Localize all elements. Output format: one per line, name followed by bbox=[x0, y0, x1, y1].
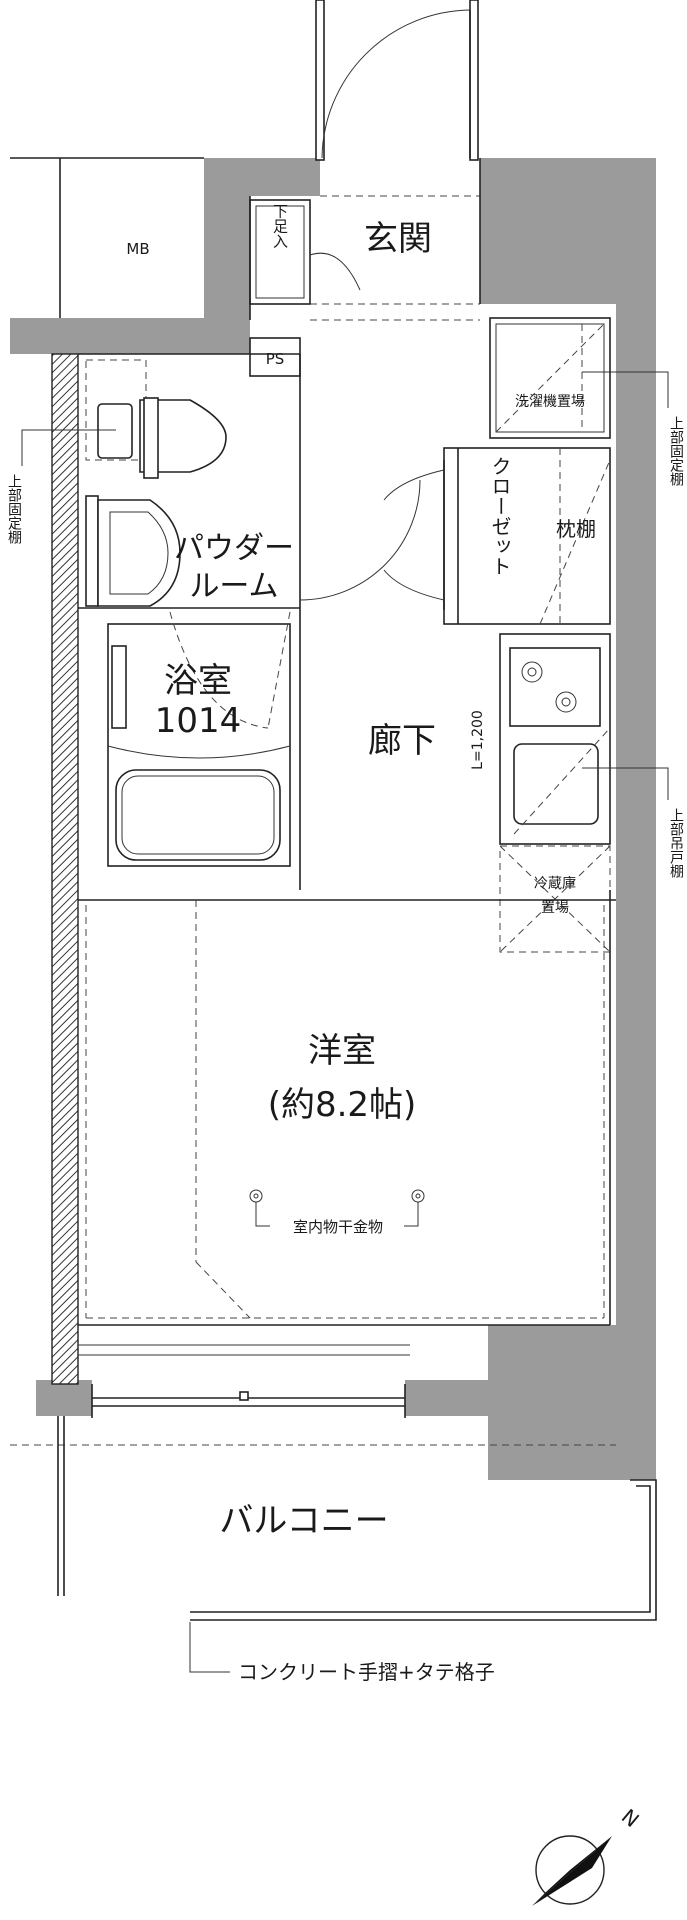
label-north: N bbox=[617, 1804, 644, 1832]
label-upper-fixed-shelf-right: 上部固定棚 bbox=[668, 416, 684, 486]
label-western-line2: (約8.2帖) bbox=[268, 1085, 417, 1125]
label-railing: コンクリート手摺+タテ格子 bbox=[238, 1660, 495, 1684]
kitchen bbox=[499, 633, 611, 845]
label-bath-line2: 1014 bbox=[155, 701, 242, 741]
label-entrance: 玄関 bbox=[364, 219, 432, 259]
balcony-window bbox=[78, 1344, 410, 1418]
label-powder-line1: パウダー bbox=[174, 531, 294, 566]
fridge-place bbox=[499, 845, 611, 953]
label-balcony: バルコニー bbox=[219, 1501, 388, 1541]
label-drying-hardware: 室内物干金物 bbox=[293, 1218, 383, 1236]
label-kitchen-length: L=1,200 bbox=[470, 710, 486, 770]
label-powder-line2: ルーム bbox=[189, 569, 278, 604]
label-mb: MB bbox=[126, 240, 149, 258]
label-bath-line1: 浴室 bbox=[164, 661, 232, 701]
balcony bbox=[10, 1416, 657, 1673]
washer-place bbox=[489, 317, 611, 439]
closet bbox=[383, 447, 611, 625]
label-upper-hanging-cabinet: 上部吊戸棚 bbox=[668, 808, 684, 878]
label-pillow-shelf: 枕棚 bbox=[556, 517, 596, 541]
label-corridor: 廊下 bbox=[368, 721, 436, 761]
label-upper-fixed-shelf-left: 上部固定棚 bbox=[6, 474, 22, 544]
walls bbox=[10, 158, 656, 1480]
label-fridge-line1: 冷蔵庫 bbox=[534, 875, 576, 892]
label-closet: クローゼット bbox=[488, 456, 512, 576]
label-shoe-box: 下足入 bbox=[271, 204, 289, 249]
western-room bbox=[78, 890, 616, 1326]
label-western-line1: 洋室 bbox=[308, 1031, 376, 1071]
label-washer: 洗濯機置場 bbox=[515, 394, 585, 410]
entrance-area bbox=[249, 158, 481, 321]
labels: 玄関 MB 下足入 PS 洗濯機置場 上部固定棚 上部固定棚 パウダー ルーム … bbox=[6, 204, 684, 1833]
compass bbox=[532, 1835, 612, 1906]
label-fridge-line2: 置場 bbox=[541, 900, 569, 916]
powder-room bbox=[78, 353, 421, 890]
hatched-wall bbox=[51, 353, 79, 1385]
mb-room bbox=[10, 157, 204, 318]
entrance-door bbox=[315, 0, 479, 161]
callout-lines bbox=[21, 371, 669, 800]
bath bbox=[107, 611, 291, 867]
label-ps: PS bbox=[266, 350, 285, 368]
